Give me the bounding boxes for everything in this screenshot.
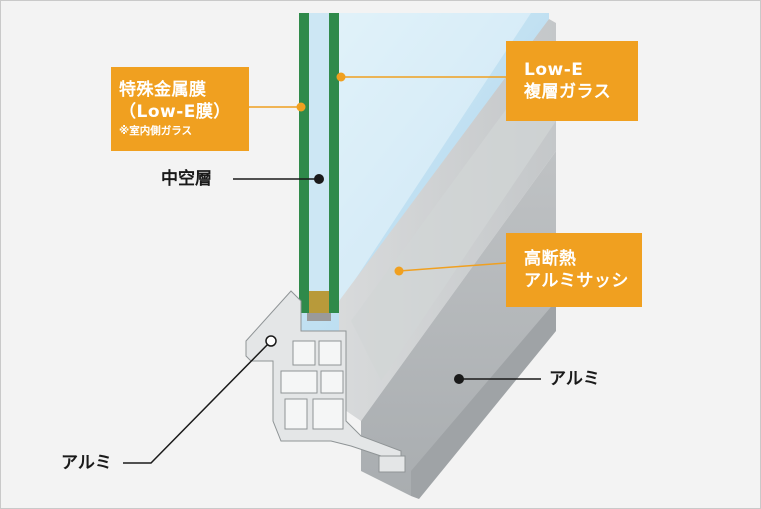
spacer-desiccant: [309, 291, 329, 315]
aluminum-sash-frame: [245, 19, 556, 499]
callout-metal-film: 特殊金属膜 （Low-E膜） ※室内側ガラス: [111, 67, 249, 151]
profile-chamber-6: [312, 398, 344, 430]
callout-sash-line2: アルミサッシ: [524, 271, 629, 291]
callout-sash: 高断熱 アルミサッシ: [506, 233, 642, 307]
callout-metal-film-line2: （Low-E膜）: [119, 102, 231, 122]
callout-metal-film-note: ※室内側ガラス: [119, 125, 192, 137]
dot-lowe-glass: [336, 72, 346, 82]
frame-upper-face: [351, 41, 556, 381]
profile-foot: [378, 455, 406, 473]
spacer-frame: [307, 313, 331, 321]
dot-aluminum-left: [265, 335, 277, 347]
glass-unit: [299, 13, 549, 331]
profile-chamber-3: [280, 370, 318, 394]
leader-lines: [249, 76, 507, 272]
profile-chamber-1: [292, 340, 316, 366]
leader-aluminum-left: [123, 340, 272, 464]
glass-pane-inner-edge: [329, 13, 339, 313]
label-aluminum-right: アルミ: [549, 369, 600, 389]
dot-aluminum-right: [454, 374, 464, 384]
leader-lines-dark: [123, 178, 541, 464]
callout-lowe-glass: Low-E 複層ガラス: [506, 41, 638, 121]
glass-pane-outer-edge: [299, 13, 309, 313]
dot-sash: [394, 266, 404, 276]
glass-interior-highlight: [311, 13, 531, 301]
callout-sash-line1: 高断熱: [524, 249, 577, 269]
hollow-air-layer: [309, 13, 329, 313]
label-aluminum-left: アルミ: [61, 453, 112, 473]
callout-lowe-glass-line2: 複層ガラス: [524, 82, 612, 102]
profile-chamber-5: [284, 398, 308, 430]
callout-lowe-glass-line1: Low-E: [524, 60, 584, 80]
callout-metal-film-line1: 特殊金属膜: [119, 80, 207, 100]
dot-hollow-layer: [314, 174, 324, 184]
frame-bottom-lip: [411, 301, 556, 499]
dot-metal-film: [296, 102, 306, 112]
profile-chamber-4: [320, 370, 344, 394]
profile-chamber-2: [318, 340, 342, 366]
leader-sash: [398, 262, 507, 272]
label-hollow-layer: 中空層: [161, 169, 212, 189]
